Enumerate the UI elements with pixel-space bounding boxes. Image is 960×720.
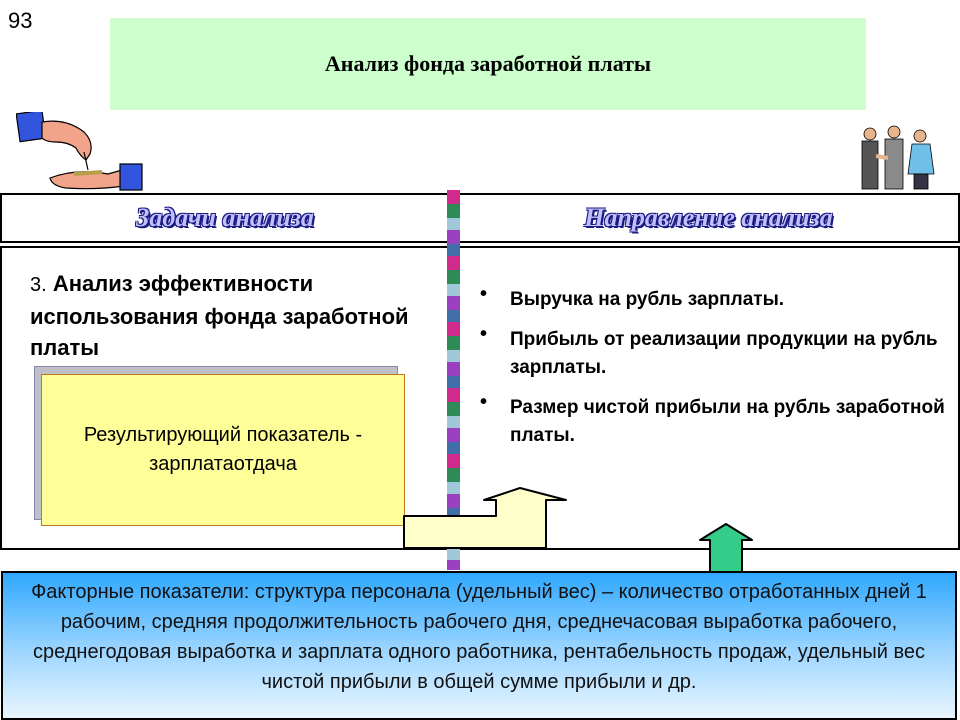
tasks-header-panel: Задачи анализа xyxy=(0,193,450,243)
bullet-icon: • xyxy=(480,391,488,413)
result-indicator-box: Результирующий показатель - зарплатаотда… xyxy=(41,374,405,526)
task-number: 3. xyxy=(30,274,47,296)
factor-indicators-box: Факторные показатели: структура персонал… xyxy=(1,571,957,720)
decorative-divider xyxy=(447,190,460,570)
task-text: Анализ эффективности использования фонда… xyxy=(30,271,409,360)
title-banner: Анализ фонда заработной платы xyxy=(110,18,866,110)
list-item: • Выручка на рубль зарплаты. xyxy=(480,283,945,314)
factor-indicators-text: Факторные показатели: структура персонал… xyxy=(31,581,927,693)
bullet-icon: • xyxy=(480,283,488,305)
hands-money-icon xyxy=(16,112,143,191)
task-description: 3. Анализ эффективности использования фо… xyxy=(30,268,410,363)
list-item: • Прибыль от реализации продукции на руб… xyxy=(480,323,945,382)
directions-header-panel: Направление анализа xyxy=(457,193,960,243)
bullet-icon: • xyxy=(480,323,488,345)
arrow-up-icon xyxy=(699,523,753,574)
arrow-right-up-icon xyxy=(403,487,567,549)
result-indicator-text: Результирующий показатель - зарплатаотда… xyxy=(83,424,363,475)
tasks-header: Задачи анализа xyxy=(136,203,314,232)
business-people-handshake-icon xyxy=(861,125,935,190)
directions-header: Направление анализа xyxy=(584,203,833,232)
slide-number: 93 xyxy=(8,8,33,33)
list-item: • Размер чистой прибыли на рубль заработ… xyxy=(480,391,945,450)
slide-title: Анализ фонда заработной платы xyxy=(324,51,652,76)
directions-list: • Выручка на рубль зарплаты. • Прибыль о… xyxy=(480,283,945,462)
